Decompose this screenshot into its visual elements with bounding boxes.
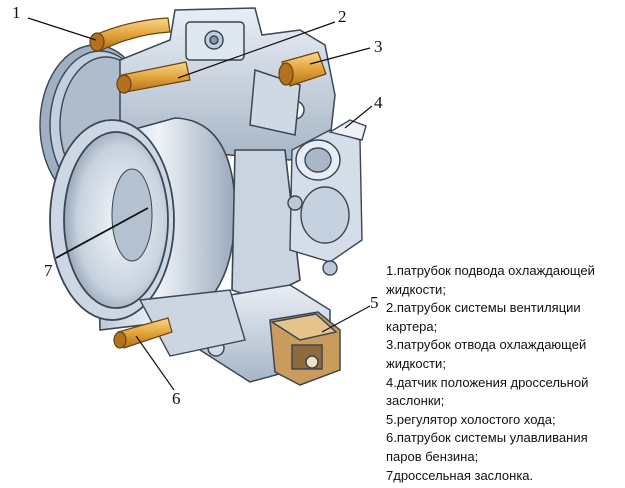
leader-line-3 bbox=[309, 47, 371, 65]
throttle-position-sensor bbox=[287, 119, 367, 276]
legend-item-7: 7дроссельная заслонка. bbox=[386, 467, 534, 483]
callout-3: 3 bbox=[374, 37, 383, 56]
lower-flange bbox=[138, 289, 246, 357]
legend-item-5: 5.регулятор холостого хода; bbox=[386, 411, 556, 427]
pipe-3 bbox=[278, 51, 327, 87]
leader-line-5 bbox=[321, 305, 371, 333]
legend-item-2: 2.патрубок системы вентиляции картера; bbox=[386, 300, 581, 334]
leader-line-6 bbox=[135, 335, 175, 391]
callout-2: 2 bbox=[338, 7, 347, 26]
callout-1: 1 bbox=[12, 3, 21, 22]
callout-6: 6 bbox=[172, 389, 181, 408]
pipe-6 bbox=[113, 317, 173, 349]
leader-line-1 bbox=[27, 17, 97, 41]
callout-5: 5 bbox=[370, 293, 379, 312]
legend-item-3: 3.патрубок отвода охлаждающей жидкости; bbox=[386, 337, 587, 371]
legend: 1.патрубок подвода охлаждающей жидкости;… bbox=[386, 262, 622, 485]
legend-item-1: 1.патрубок подвода охлаждающей жидкости; bbox=[386, 263, 595, 297]
leader-line-7 bbox=[55, 207, 149, 259]
throttle-bore bbox=[49, 119, 175, 321]
legend-item-4: 4.датчик положения дроссельной заслонки; bbox=[386, 374, 589, 409]
pipe-1 bbox=[89, 17, 171, 52]
callout-4: 4 bbox=[374, 93, 383, 112]
callout-7: 7 bbox=[44, 261, 53, 280]
leader-line-2 bbox=[177, 21, 336, 79]
pipe-2 bbox=[116, 61, 191, 94]
leader-line-4 bbox=[344, 105, 373, 129]
legend-item-6: 6.патрубок системы улавливания паров бен… bbox=[386, 430, 588, 464]
